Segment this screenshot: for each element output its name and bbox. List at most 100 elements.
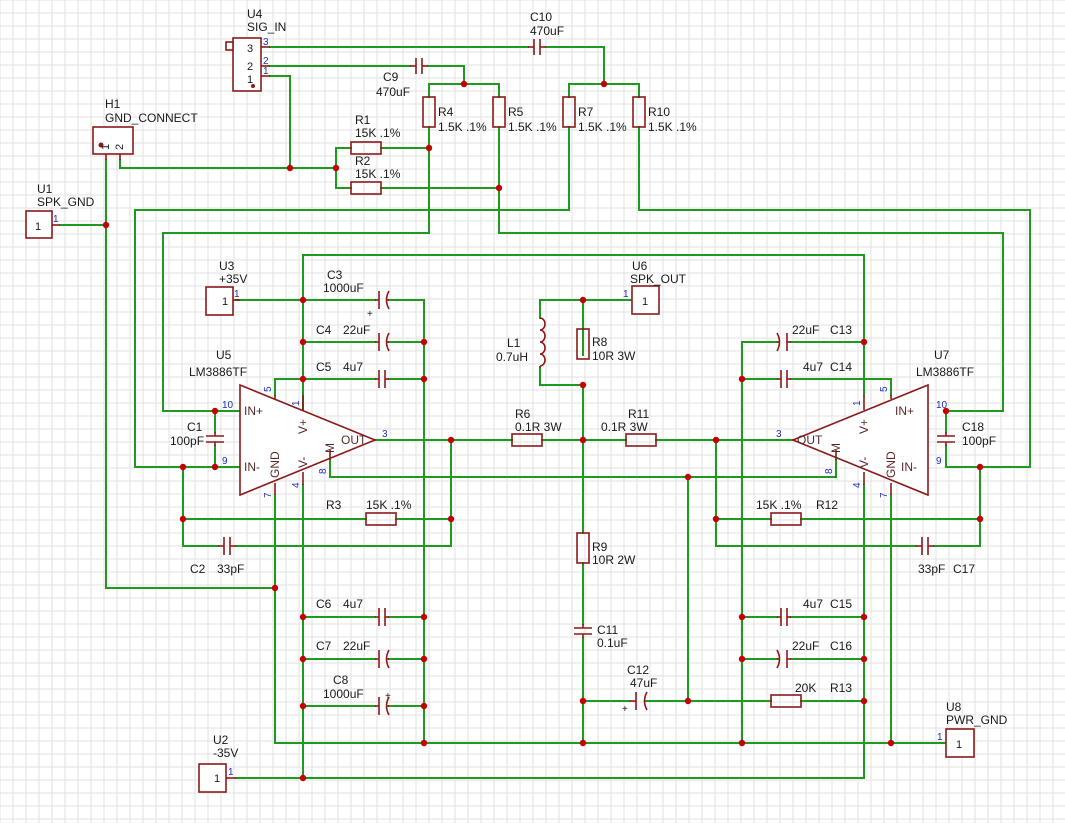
c3-ref: C3: [327, 268, 343, 282]
capacitor-C2[interactable]: C2 33pF: [190, 537, 244, 576]
capacitor-C16[interactable]: 22uF C16: [776, 639, 852, 669]
connector-U2[interactable]: 1 1 U2 -35V: [198, 733, 238, 793]
connector-U1[interactable]: 1 1 U1 SPK_GND: [25, 182, 95, 239]
u6-pinnum: 1: [623, 289, 629, 300]
capacitor-C12[interactable]: + C12 47uF: [622, 663, 657, 715]
u7-pinnum-9: 9: [936, 456, 942, 467]
c17-ref: C17: [953, 562, 975, 576]
c9-ref: C9: [383, 70, 399, 84]
c9-value: 470uF: [376, 85, 410, 99]
u2-value: -35V: [213, 746, 238, 760]
c12-plus-mark: +: [622, 704, 628, 715]
c2-ref: C2: [190, 562, 206, 576]
connector-U3[interactable]: 1 1 U3 +35V: [205, 259, 247, 316]
u5-pinnum-10: 10: [222, 400, 234, 411]
u7-pinnum-10: 10: [936, 400, 948, 411]
opamp-U7[interactable]: IN+ IN- OUT V+ V- GND M 10 9 3 5 1 4 7 8…: [776, 348, 974, 498]
resistor-R8[interactable]: R8 10R 3W: [576, 328, 636, 363]
capacitor-C17[interactable]: 33pF C17: [916, 537, 975, 576]
resistor-R2[interactable]: R2 15K .1%: [350, 154, 401, 195]
u5-pinnum-4: 4: [291, 482, 302, 488]
u5-out-label: OUT: [341, 433, 367, 447]
capacitor-C10[interactable]: C10 470uF: [528, 10, 564, 55]
c18-ref: C18: [962, 420, 984, 434]
capacitor-C1[interactable]: C1 100pF: [170, 420, 224, 448]
connector-H1[interactable]: 1 2 H1 GND_CONNECT: [92, 97, 198, 160]
r7-ref: R7: [578, 105, 594, 119]
u7-pinnum-7: 7: [879, 492, 890, 498]
c14-ref: C14: [830, 360, 852, 374]
resistor-R6[interactable]: R6 0.1R 3W: [511, 407, 562, 447]
c1-value: 100pF: [170, 434, 204, 448]
r1-value: 15K .1%: [355, 126, 401, 140]
capacitor-C5[interactable]: C5 4u7: [316, 360, 389, 388]
capacitor-C7[interactable]: C7 22uF: [316, 639, 390, 669]
r3-value: 15K .1%: [366, 498, 412, 512]
capacitor-C3[interactable]: + C3 1000uF: [323, 268, 390, 320]
u7-value: LM3886TF: [916, 365, 974, 379]
capacitor-C13[interactable]: 22uF C13: [776, 323, 852, 352]
opamp-U5[interactable]: IN+ IN- OUT V+ V- GND M 10 9 3 5 1 4 7 8…: [189, 348, 388, 498]
u2-ref: U2: [213, 733, 229, 747]
resistor-R10[interactable]: R10 1.5K .1%: [632, 96, 697, 134]
u8-ref: U8: [946, 700, 962, 714]
capacitor-C8[interactable]: + C8 1000uF: [323, 673, 391, 716]
connector-U4[interactable]: 3 2 1 3 2 1 U4 SIG_IN: [225, 7, 286, 92]
u5-pinnum-3: 3: [382, 429, 388, 440]
u4-pin-1: 1: [247, 74, 253, 86]
u4-pinnum-1: 1: [263, 66, 269, 77]
u5-pinnum-7: 7: [263, 492, 274, 498]
c16-value: 22uF: [792, 639, 819, 653]
r5-value: 1.5K .1%: [508, 120, 557, 134]
connector-U8[interactable]: 1 1 U8 PWR_GND: [937, 700, 1008, 758]
r11-ref: R11: [628, 407, 649, 421]
u7-in-plus-label: IN+: [895, 404, 914, 418]
connector-U6[interactable]: 1 1 U6 SPK_OUT: [623, 259, 687, 315]
r4-ref: R4: [438, 105, 454, 119]
u5-ref: U5: [216, 348, 232, 362]
resistor-R3[interactable]: R3 15K .1%: [326, 498, 412, 526]
r10-ref: R10: [648, 105, 670, 119]
resistor-R9[interactable]: R9 10R 2W: [576, 532, 636, 567]
capacitor-C18[interactable]: C18 100pF: [937, 420, 996, 448]
c15-ref: C15: [830, 597, 852, 611]
c5-ref: C5: [316, 360, 332, 374]
c13-ref: C13: [830, 323, 852, 337]
u4-value: SIG_IN: [247, 20, 286, 34]
resistor-R13[interactable]: 20K R13: [770, 681, 852, 708]
resistor-R7[interactable]: R7 1.5K .1%: [562, 96, 627, 134]
r13-value: 20K: [795, 681, 816, 695]
u1-value: SPK_GND: [37, 195, 95, 209]
resistor-R11[interactable]: R11 0.1R 3W: [601, 407, 657, 447]
u7-out-label: OUT: [797, 433, 823, 447]
capacitor-C11[interactable]: C11 0.1uF: [574, 623, 628, 650]
inductor-L1[interactable]: L1 0.7uH: [496, 317, 546, 368]
capacitor-C15[interactable]: 4u7 C15: [777, 597, 852, 626]
c18-value: 100pF: [962, 434, 996, 448]
r13-ref: R13: [830, 681, 852, 695]
capacitor-C14[interactable]: 4u7 C14: [777, 360, 852, 388]
resistor-R5[interactable]: R5 1.5K .1%: [492, 96, 557, 134]
u4-pin-3: 3: [247, 43, 253, 55]
resistor-R4[interactable]: R4 1.5K .1%: [422, 96, 487, 134]
r7-value: 1.5K .1%: [578, 120, 627, 134]
c13-value: 22uF: [792, 323, 819, 337]
u4-ref: U4: [247, 7, 263, 21]
resistor-R1[interactable]: R1 15K .1%: [350, 113, 401, 155]
r10-value: 1.5K .1%: [648, 120, 697, 134]
u5-in-minus-label: IN-: [244, 460, 260, 474]
c10-value: 470uF: [530, 24, 564, 38]
u7-pinnum-8: 8: [824, 468, 835, 474]
capacitor-C6[interactable]: C6 4u7: [316, 597, 389, 626]
u4-pinnum-3: 3: [263, 37, 269, 48]
c4-value: 22uF: [343, 323, 370, 337]
u3-pinnum: 1: [234, 289, 240, 300]
capacitor-C9[interactable]: C9 470uF: [376, 58, 428, 99]
u7-ref: U7: [934, 348, 950, 362]
r4-value: 1.5K .1%: [438, 120, 487, 134]
resistor-R12[interactable]: 15K .1% R12: [756, 498, 838, 526]
capacitor-C4[interactable]: C4 22uF: [316, 323, 390, 352]
u7-mute-label: M: [829, 443, 843, 453]
c16-ref: C16: [830, 639, 852, 653]
